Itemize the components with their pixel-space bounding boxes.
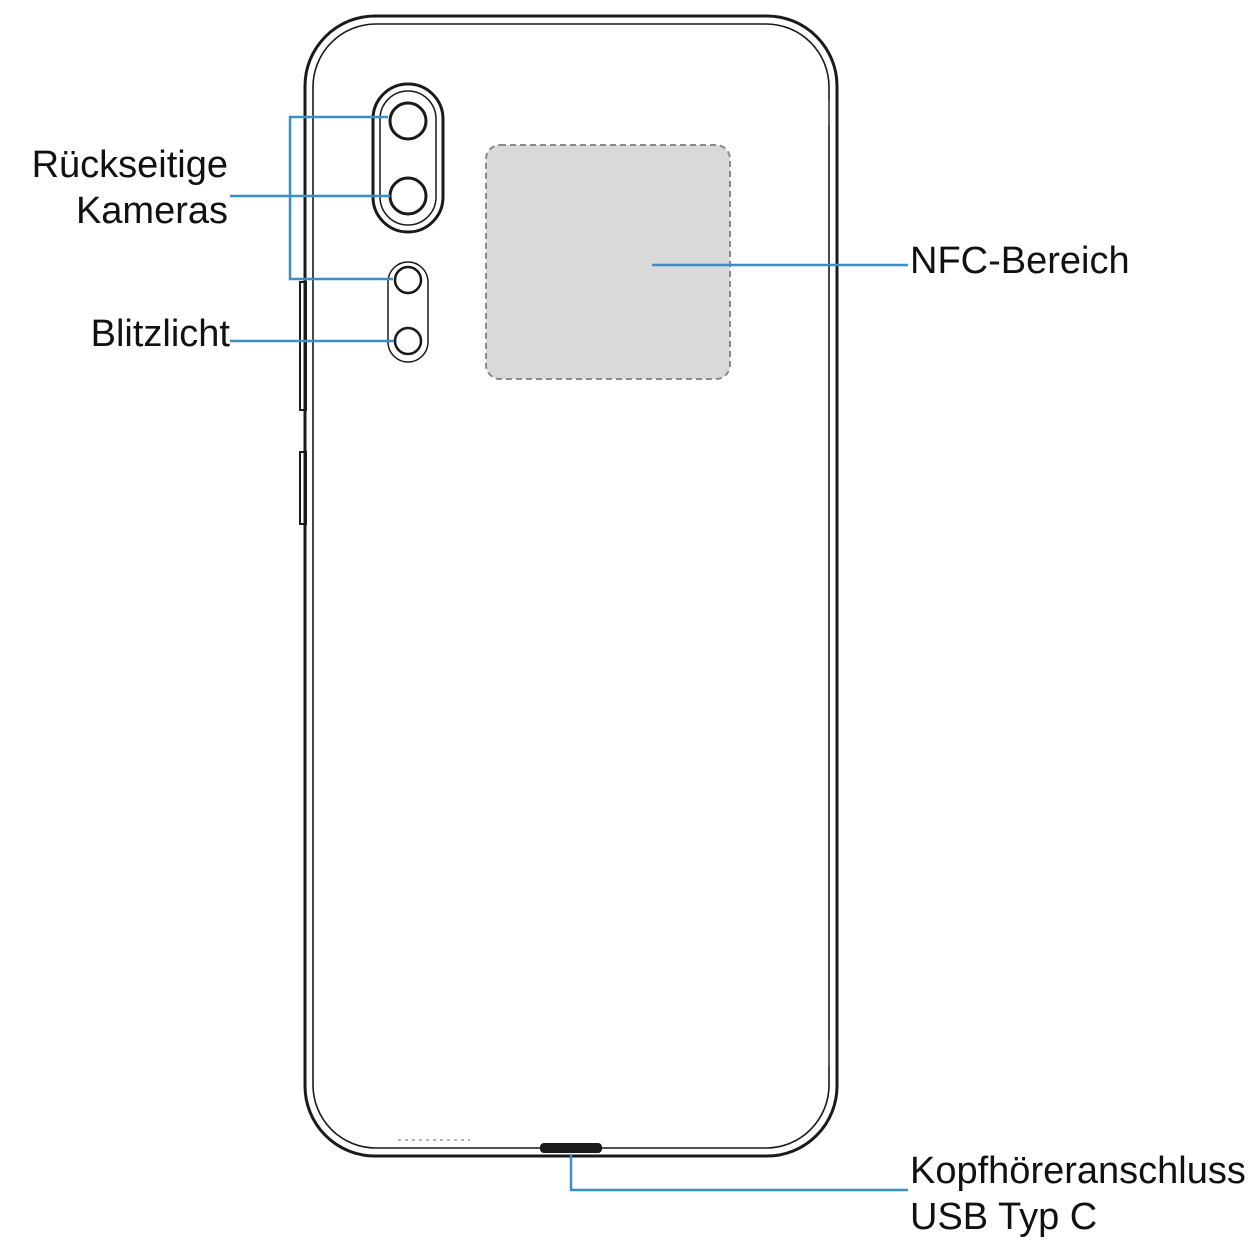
label-usb-line2: USB Typ C [910,1196,1098,1238]
leader-line-usb [569,1154,908,1192]
label-usb-port: Kopfhöreranschluss USB Typ C [910,1148,1246,1240]
nfc-area [485,144,731,380]
label-rear-cameras-line2: Kameras [75,190,228,232]
camera-module-inner [379,90,437,226]
label-flash: Blitzlicht [40,311,230,357]
usb-port [540,1143,602,1153]
side-button-lower [299,451,307,525]
label-nfc-area: NFC-Bereich [910,238,1130,284]
leader-line-cameras [288,115,393,281]
side-button-upper [299,281,307,411]
label-flash-text: Blitzlicht [90,313,230,355]
label-rear-cameras: Rückseitige Kameras [4,142,228,234]
label-nfc-text: NFC-Bereich [910,240,1130,282]
rear-camera-top [388,101,428,141]
label-rear-cameras-line1: Rückseitige [31,144,228,186]
rear-camera-bottom [388,176,428,216]
label-usb-line1: Kopfhöreranschluss [910,1150,1246,1192]
flash-led-top [393,265,423,295]
camera-module [371,82,445,234]
flash-led-bottom [393,326,423,356]
flash-module [387,261,429,363]
